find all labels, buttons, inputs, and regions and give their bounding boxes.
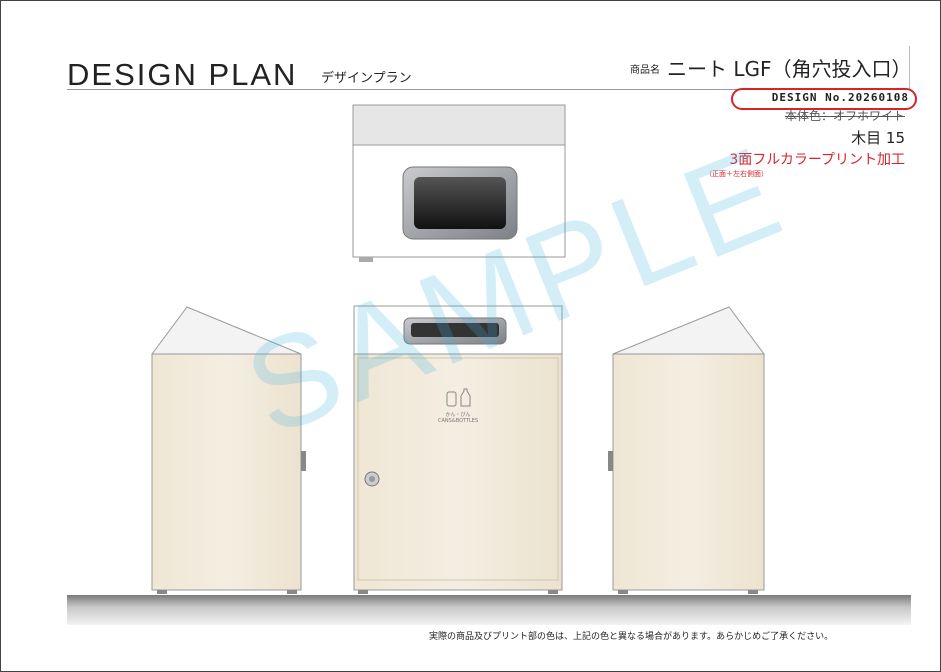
top-view: [352, 104, 566, 262]
bin-label: かん・びん CANS&BOTTLES: [438, 411, 478, 424]
left-side-view: [151, 306, 306, 594]
bin-label-jp: かん・びん: [445, 412, 471, 418]
header-rule: [67, 89, 911, 90]
page-title-jp: デザインプラン: [321, 71, 412, 86]
header-divider: [909, 46, 910, 90]
design-number: DESIGN No.20260108: [771, 91, 909, 104]
footer-note: 実際の商品及びプリント部の色は、上記の色と異なる場合があります。あらかじめご了承…: [429, 632, 834, 642]
print-spec: 3面フルカラープリント加工: [729, 152, 905, 168]
product-name: ニート LGF（角穴投入口）: [667, 57, 912, 81]
body-color-spec: 本体色：オフホワイト: [784, 109, 905, 123]
floor-shadow: [67, 595, 911, 625]
design-number-badge: DESIGN No.20260108: [731, 88, 917, 110]
print-spec-note: （正面＋左右側面）: [705, 170, 768, 178]
front-view: [353, 305, 563, 594]
right-side-view: [608, 306, 765, 594]
page-title: DESIGN PLAN: [67, 57, 298, 92]
product-name-label: 商品名: [630, 65, 660, 76]
bin-label-en: CANS&BOTTLES: [438, 418, 479, 424]
wood-grain-spec: 木目 15: [851, 129, 905, 147]
